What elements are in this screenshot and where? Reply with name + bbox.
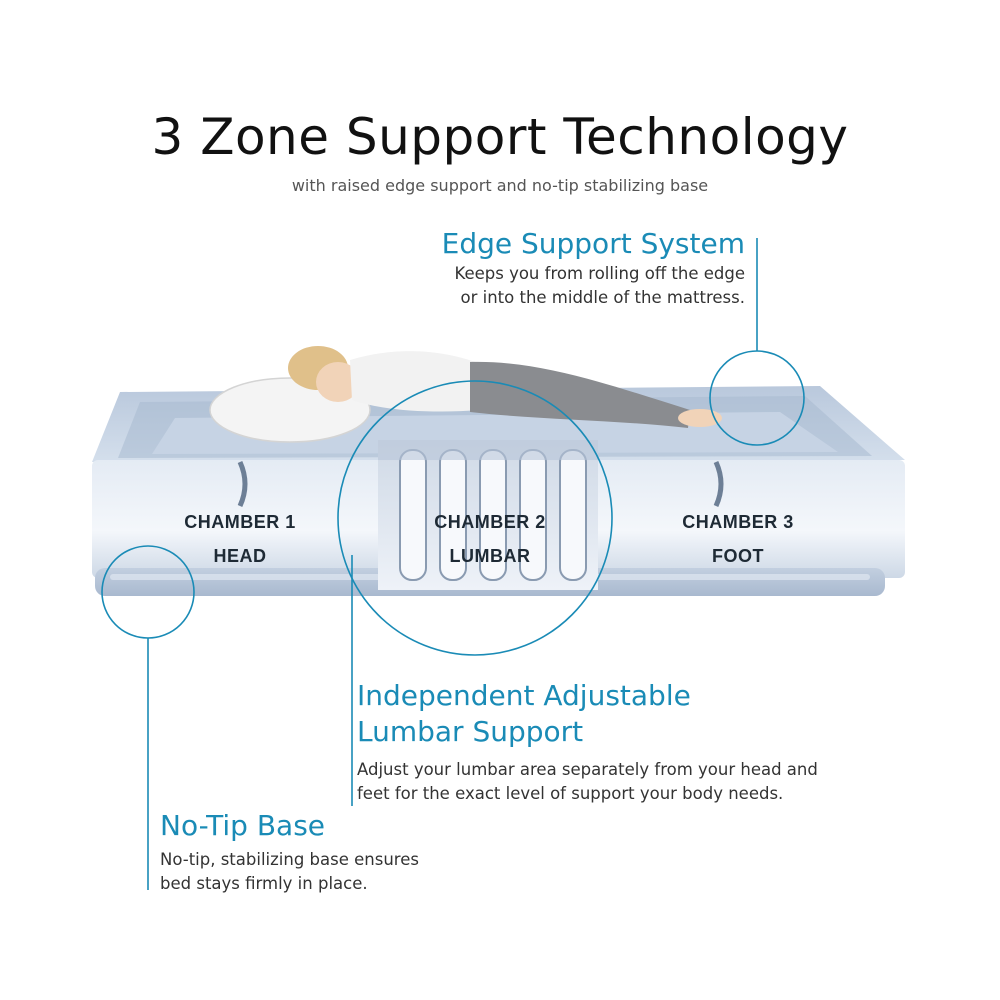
edge-support-desc-2: or into the middle of the mattress.: [460, 288, 746, 307]
edge-support-title: Edge Support System: [441, 227, 745, 260]
callout-edge: [709, 238, 805, 446]
chamber-3-name: CHAMBER 3: [682, 512, 794, 532]
edge-support-desc-1: Keeps you from rolling off the edge: [454, 264, 745, 283]
lumbar-title-2: Lumbar Support: [357, 715, 584, 748]
chamber-2-zone: LUMBAR: [450, 546, 531, 566]
chamber-1-name: CHAMBER 1: [184, 512, 296, 532]
no-tip-desc-1: No-tip, stabilizing base ensures: [160, 850, 419, 869]
lumbar-desc-1: Adjust your lumbar area separately from …: [357, 760, 818, 779]
chamber-3-zone: FOOT: [712, 546, 764, 566]
divider-2: [713, 460, 724, 508]
lumbar-cutaway-shade: [378, 440, 598, 460]
no-tip-title: No-Tip Base: [160, 809, 326, 842]
divider-1: [237, 460, 248, 508]
lumbar-title-1: Independent Adjustable: [357, 679, 691, 712]
page-title: 3 Zone Support Technology: [151, 108, 849, 166]
page-subtitle: with raised edge support and no-tip stab…: [291, 176, 709, 195]
sleeping-woman-figure: [288, 346, 722, 428]
callout-lumbar: [337, 380, 613, 806]
lumbar-desc-2: feet for the exact level of support your…: [357, 784, 784, 803]
no-tip-base-feature: No-Tip Base No-tip, stabilizing base ens…: [160, 808, 480, 896]
no-tip-desc-2: bed stays firmly in place.: [160, 874, 368, 893]
lumbar-support-feature: Independent Adjustable Lumbar Support Ad…: [357, 678, 877, 806]
chamber-1-zone: HEAD: [213, 546, 266, 566]
callout-base: [101, 545, 195, 890]
chamber-2-name: CHAMBER 2: [434, 512, 546, 532]
edge-support-feature: Edge Support System Keeps you from rolli…: [325, 226, 745, 310]
